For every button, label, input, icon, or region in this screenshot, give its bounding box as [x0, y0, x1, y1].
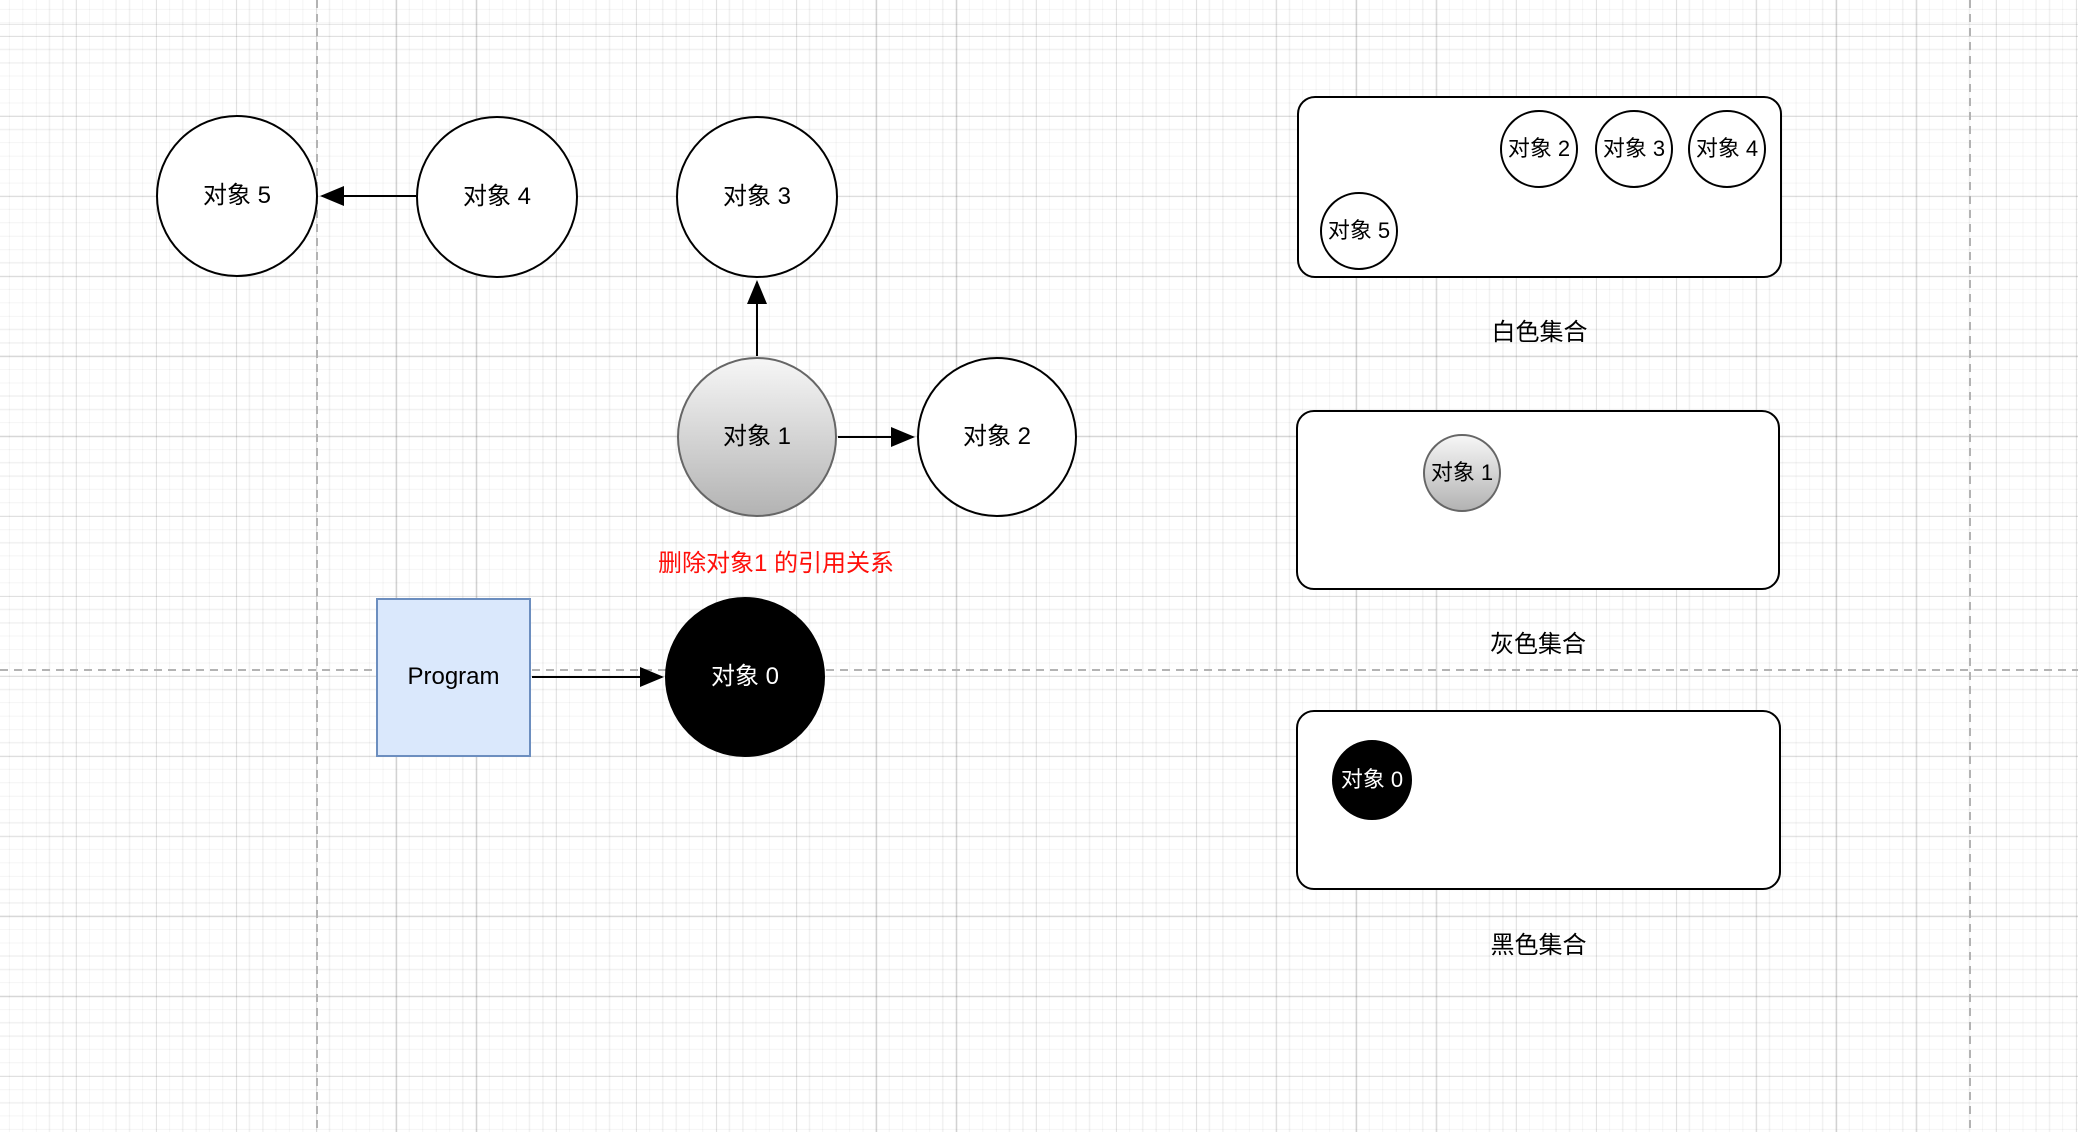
page-guide-vertical-left — [316, 0, 318, 1132]
node-obj5[interactable]: 对象 5 — [156, 115, 318, 277]
node-label: 对象 5 — [1327, 217, 1391, 243]
page-guide-horizontal — [0, 669, 2078, 671]
node-label: 对象 2 — [1507, 135, 1571, 161]
set-white-member-obj2[interactable]: 对象 2 — [1500, 110, 1578, 188]
node-obj4[interactable]: 对象 4 — [416, 116, 578, 278]
set-gray-member-obj1[interactable]: 对象 1 — [1423, 434, 1501, 512]
set-caption-black[interactable]: 黑色集合 — [1490, 932, 1587, 959]
node-label: Program — [407, 663, 500, 691]
node-label: 对象 4 — [1695, 135, 1759, 161]
node-label: 对象 4 — [462, 182, 531, 210]
set-box-gray[interactable] — [1296, 410, 1780, 590]
set-black-member-obj0[interactable]: 对象 0 — [1332, 740, 1412, 820]
set-white-member-obj3[interactable]: 对象 3 — [1595, 110, 1673, 188]
node-label: 对象 0 — [1340, 766, 1404, 792]
set-caption-white[interactable]: 白色集合 — [1491, 319, 1588, 346]
set-caption-gray[interactable]: 灰色集合 — [1490, 631, 1586, 658]
set-white-member-obj4[interactable]: 对象 4 — [1688, 110, 1766, 188]
node-obj0[interactable]: 对象 0 — [665, 597, 825, 757]
node-program[interactable]: Program — [376, 598, 531, 757]
node-label: 对象 3 — [1602, 135, 1666, 161]
node-obj3[interactable]: 对象 3 — [676, 116, 838, 278]
node-label: 对象 1 — [722, 422, 791, 450]
node-obj2[interactable]: 对象 2 — [917, 357, 1077, 517]
node-label: 对象 3 — [722, 182, 791, 210]
set-white-member-obj5[interactable]: 对象 5 — [1320, 192, 1398, 270]
node-label: 对象 5 — [202, 181, 271, 209]
node-label: 对象 1 — [1430, 459, 1494, 485]
node-obj1[interactable]: 对象 1 — [677, 357, 837, 517]
node-label: 对象 2 — [962, 422, 1031, 450]
node-label: 对象 0 — [710, 662, 779, 690]
annotation-delete-reference[interactable]: 删除对象1 的引用关系 — [658, 550, 895, 577]
page-guide-vertical-right — [1969, 0, 1971, 1132]
